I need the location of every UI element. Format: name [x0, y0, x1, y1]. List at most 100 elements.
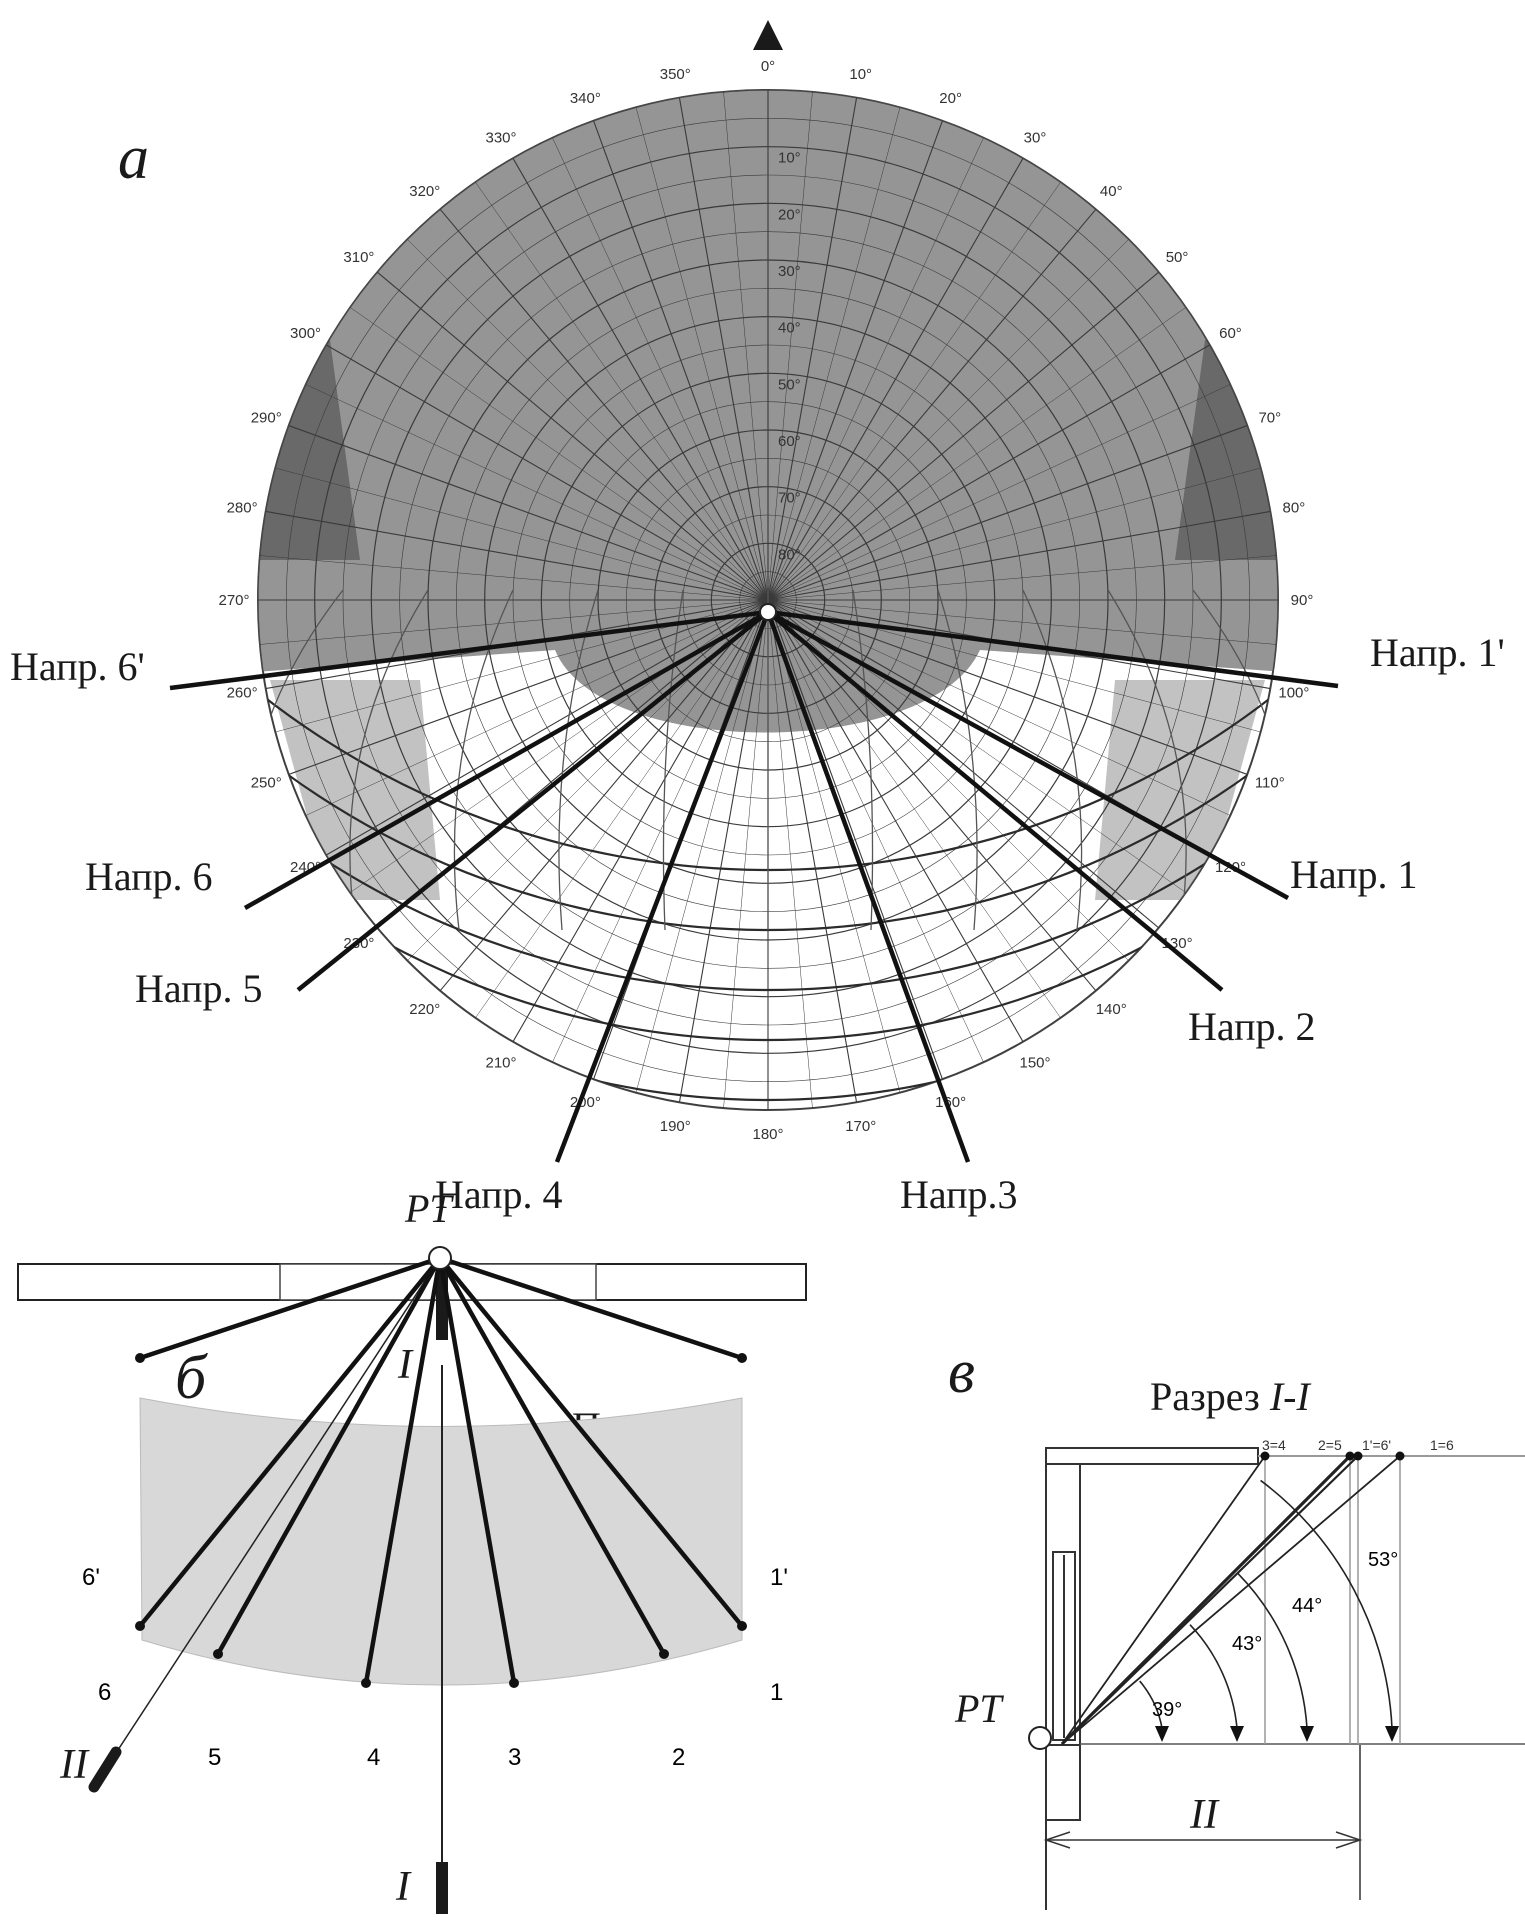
direction-line: [296, 610, 770, 992]
azimuth-radial: [259, 599, 769, 645]
plan-ray-endpoint: [659, 1649, 669, 1659]
azimuth-radial: [265, 510, 769, 601]
direction-line: [554, 611, 771, 1163]
azimuth-radial: [407, 239, 769, 601]
panel-c-title: Разрез I-I: [1150, 1374, 1311, 1419]
hour-line: [1107, 589, 1187, 931]
azimuth-label: 320°: [409, 183, 440, 200]
azimuth-radial: [767, 307, 1186, 601]
azimuth-radial: [326, 344, 769, 601]
altitude-azimuth-grid: [258, 90, 1278, 1110]
angle-arrow-icon: [1155, 1726, 1169, 1742]
azimuth-radial: [326, 599, 769, 856]
point-label-3: 3: [508, 1744, 521, 1771]
azimuth-radial: [475, 599, 769, 1018]
sun-path-arc: [258, 90, 1278, 1042]
azimuth-radial: [767, 599, 858, 1103]
direction-line: [765, 611, 971, 1163]
plan-ray-endpoint: [135, 1353, 145, 1363]
azimuth-label: 330°: [485, 130, 516, 147]
section-title-italic: I-I: [1269, 1374, 1312, 1419]
azimuth-radial: [767, 599, 813, 1109]
direction-line: [766, 610, 1290, 900]
hour-line: [258, 589, 344, 931]
azimuth-radial: [259, 555, 769, 601]
azimuth-radial: [635, 599, 769, 1093]
angle-arc: [1260, 1479, 1393, 1729]
direction-line: [243, 610, 770, 910]
azimuth-label: 20°: [939, 90, 962, 107]
azimuth-label: 310°: [343, 249, 374, 266]
shaded-sky-region: [258, 90, 1278, 733]
dimension-line: [1043, 1745, 1363, 1900]
plan-ray-endpoint: [135, 1621, 145, 1631]
azimuth-label: 100°: [1278, 685, 1309, 702]
section-ray-endpoint: [1345, 1451, 1355, 1461]
azimuth-radial: [512, 599, 769, 1042]
azimuth-radial: [767, 510, 1271, 601]
azimuth-radial: [376, 271, 769, 601]
reference-point-section: [1028, 1726, 1052, 1750]
angle-label-53: 53°: [1368, 1549, 1398, 1571]
azimuth-radial: [767, 599, 901, 1093]
north-arrow-icon: [753, 20, 783, 50]
azimuth-label: 90°: [1291, 592, 1314, 609]
angle-label-43: 43°: [1232, 1633, 1262, 1655]
azimuth-radial: [305, 599, 769, 816]
section-ii-mark: [88, 1746, 122, 1793]
azimuth-radial: [678, 599, 769, 1103]
azimuth-radial: [767, 137, 984, 601]
plan-ray: [138, 1256, 442, 1628]
panel-b-plan: б План I I II PT 6' 1' 6 5 4 3 2 1: [17, 1186, 807, 1914]
azimuth-radial: [767, 599, 1248, 775]
hour-line: [937, 589, 978, 931]
azimuth-label: 10°: [849, 66, 872, 83]
azimuth-radial: [350, 599, 769, 893]
section-ii-label: II: [59, 1742, 90, 1788]
azimuth-radial: [288, 599, 769, 775]
altitude-label: 80°: [778, 546, 801, 563]
direction-label: Напр. 6: [85, 854, 213, 899]
plan-ray: [437, 1257, 517, 1684]
azimuth-radial: [767, 239, 1129, 601]
azimuth-label: 190°: [660, 1118, 691, 1135]
direction-label: Напр. 1': [1370, 630, 1505, 675]
plan-rays: [135, 1255, 747, 1688]
azimuth-radial: [767, 97, 858, 601]
top-label-2-5: 2=5: [1318, 1437, 1342, 1453]
point-label-6prime: 6': [82, 1564, 100, 1591]
panel-a-sun-path-diagram: а 0°10°20°30°40°50°60°70°80°90°100°110°1…: [10, 20, 1505, 1217]
reference-point-plan: [428, 1246, 452, 1270]
sun-path-arcs: [258, 90, 1278, 1102]
point-label-1: 1: [770, 1679, 783, 1706]
section-label-bottom: I: [395, 1864, 412, 1910]
direction-label: Напр. 2: [1188, 1004, 1316, 1049]
panel-c-letter: в: [948, 1338, 975, 1406]
sun-path-arc: [258, 90, 1278, 992]
azimuth-radial: [552, 599, 769, 1063]
direction-line: [766, 610, 1224, 992]
azimuth-radial: [275, 467, 769, 601]
azimuth-radial: [767, 599, 1024, 1042]
azimuth-radial: [767, 120, 943, 601]
section-ray-endpoint: [1353, 1451, 1363, 1461]
azimuth-radial: [350, 307, 769, 601]
azimuth-radial: [767, 599, 1097, 992]
azimuth-radial: [475, 182, 769, 601]
azimuth-label: 300°: [290, 325, 321, 342]
angle-arrow-icon: [1230, 1726, 1244, 1742]
azimuth-radial: [512, 158, 769, 601]
azimuth-label: 220°: [409, 1001, 440, 1018]
top-label-3-4: 3=4: [1262, 1437, 1286, 1453]
azimuth-labels: 0°10°20°30°40°50°60°70°80°90°100°110°120…: [218, 58, 1313, 1143]
azimuth-radial: [305, 384, 769, 601]
azimuth-radial: [767, 599, 943, 1080]
section-ray-endpoint: [1395, 1451, 1405, 1461]
azimuth-radial: [767, 344, 1210, 601]
azimuth-radial: [767, 467, 1261, 601]
angle-label-39: 39°: [1152, 1699, 1182, 1721]
plan-ray-endpoint: [361, 1678, 371, 1688]
azimuth-label: 170°: [845, 1118, 876, 1135]
angle-arc: [1237, 1573, 1308, 1729]
